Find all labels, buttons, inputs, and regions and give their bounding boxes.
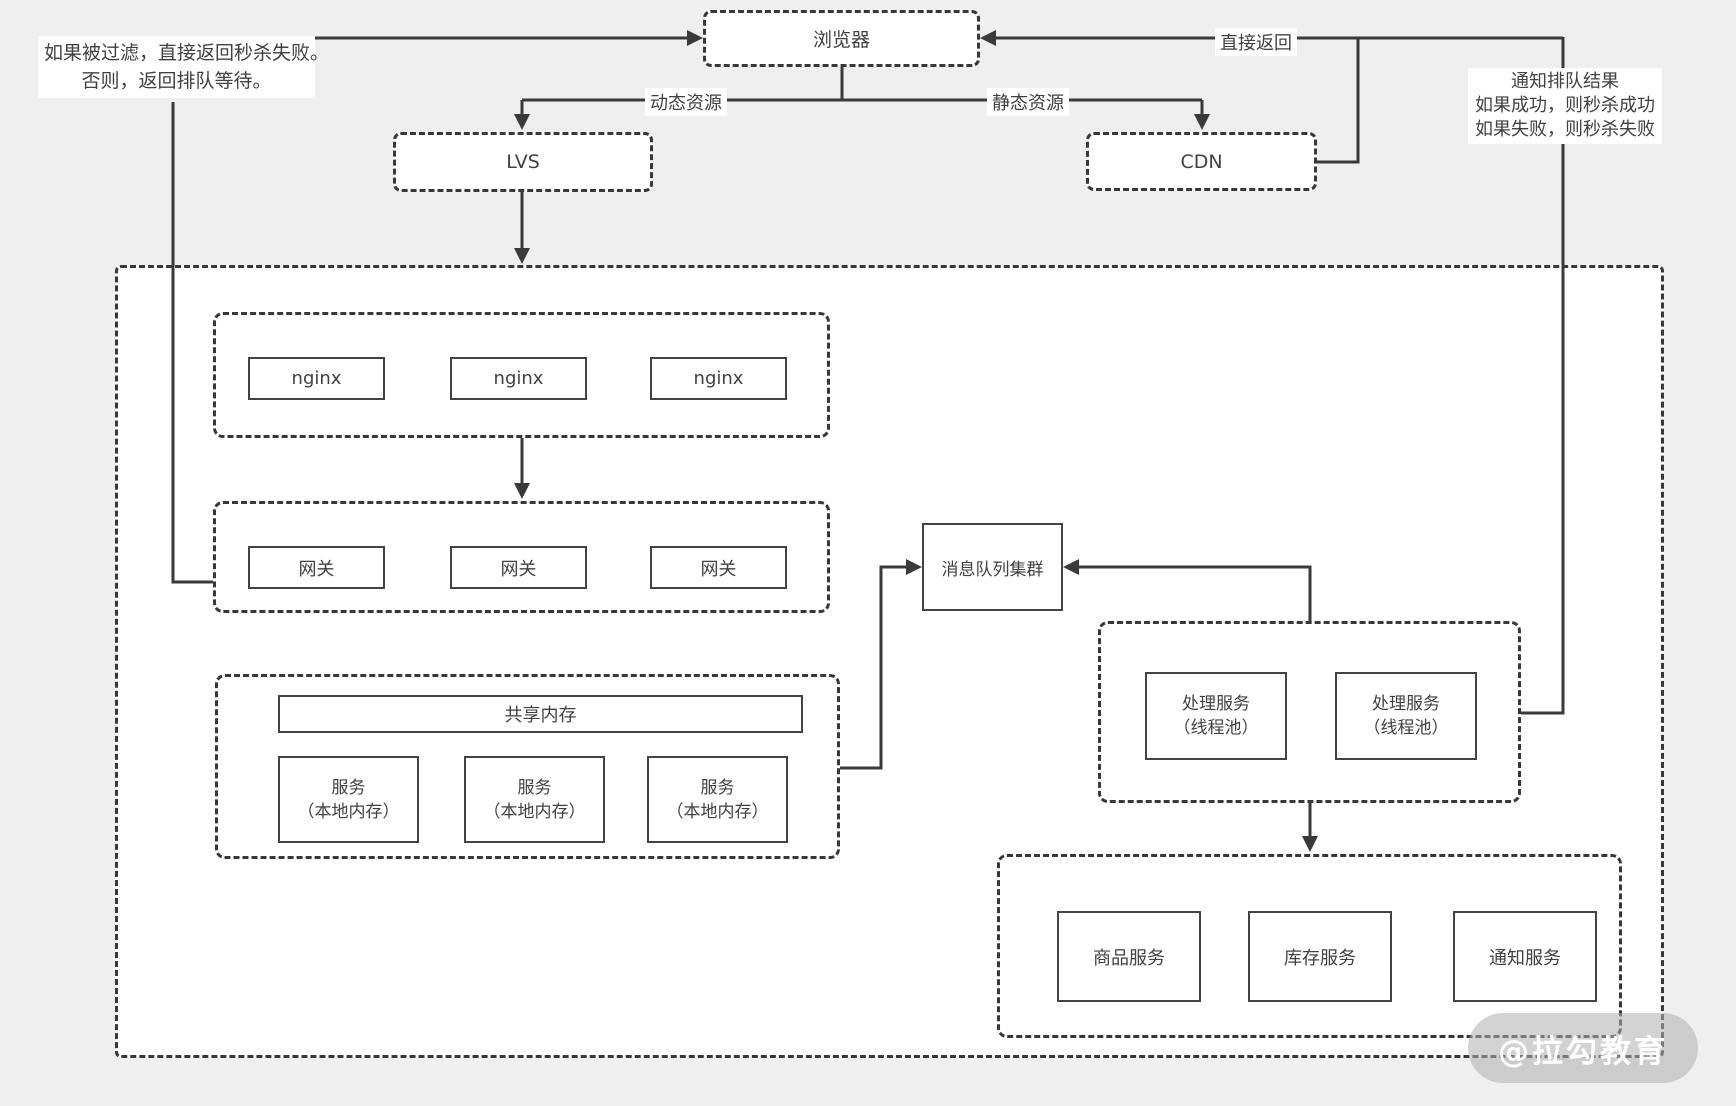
node-message-queue: 消息队列集群	[922, 523, 1063, 611]
node-worker-1: 处理服务 （线程池）	[1145, 672, 1287, 760]
node-nginx-1: nginx	[248, 357, 385, 400]
node-worker-1-line1: 处理服务	[1182, 694, 1250, 714]
label-static-resource: 静态资源	[987, 88, 1069, 116]
node-local-service-2-line1: 服务	[517, 777, 552, 798]
node-cdn-label: CDN	[1180, 150, 1223, 173]
arrowhead-into-system	[514, 248, 530, 264]
node-notify-service: 通知服务	[1453, 911, 1597, 1002]
node-local-service-1: 服务 （本地内存）	[278, 756, 419, 843]
node-local-service-1-line2: （本地内存）	[297, 801, 400, 822]
node-stock-service: 库存服务	[1248, 911, 1392, 1002]
annotation-queue-result: 通知排队结果 如果成功，则秒杀成功 如果失败，则秒杀失败	[1468, 68, 1662, 144]
node-local-service-2: 服务 （本地内存）	[464, 756, 605, 843]
node-stock-service-label: 库存服务	[1284, 947, 1356, 969]
node-gateway-1-label: 网关	[298, 558, 335, 580]
node-notify-service-label: 通知服务	[1489, 947, 1561, 969]
node-gateway-3: 网关	[650, 546, 787, 589]
node-nginx-2: nginx	[450, 357, 587, 400]
annotation-filter-note: 如果被过滤，直接返回秒杀失败。 否则，返回排队等待。	[38, 36, 330, 98]
node-shared-memory-label: 共享内存	[504, 705, 577, 726]
node-worker-2-line2: （线程池）	[1363, 718, 1449, 738]
node-worker-2: 处理服务 （线程池）	[1335, 672, 1477, 760]
node-product-service: 商品服务	[1057, 911, 1201, 1002]
node-nginx-1-label: nginx	[291, 368, 342, 389]
node-gateway-2-label: 网关	[500, 558, 537, 580]
node-cdn: CDN	[1086, 132, 1317, 191]
node-gateway-3-label: 网关	[700, 558, 737, 580]
node-gateway-2: 网关	[450, 546, 587, 589]
node-browser-label: 浏览器	[812, 29, 870, 51]
annotation-filter-note-line2: 否则，返回排队等待。	[81, 70, 272, 92]
node-nginx-3-label: nginx	[693, 368, 744, 389]
node-worker-2-line1: 处理服务	[1372, 694, 1440, 714]
node-shared-memory: 共享内存	[278, 695, 803, 733]
watermark-text: @拉勾教育	[1498, 1033, 1668, 1070]
node-local-service-1-line1: 服务	[331, 777, 366, 798]
label-direct-return: 直接返回	[1215, 28, 1297, 56]
annotation-queue-result-line2: 如果成功，则秒杀成功	[1475, 95, 1655, 116]
annotation-filter-note-line1: 如果被过滤，直接返回秒杀失败。	[44, 42, 330, 64]
arrowhead-into-browser-left	[687, 30, 703, 46]
node-lvs-label: LVS	[506, 151, 540, 173]
node-local-service-2-line2: （本地内存）	[483, 801, 586, 822]
node-nginx-2-label: nginx	[493, 368, 544, 389]
node-gateway-1: 网关	[248, 546, 385, 589]
node-local-service-3: 服务 （本地内存）	[647, 756, 788, 843]
arrowhead-into-browser-right	[980, 30, 996, 46]
annotation-queue-result-line3: 如果失败，则秒杀失败	[1475, 119, 1655, 140]
label-dynamic-resource: 动态资源	[645, 88, 727, 116]
node-browser: 浏览器	[703, 10, 980, 67]
arrowhead-into-cdn	[1194, 114, 1210, 130]
node-local-service-3-line2: （本地内存）	[666, 801, 769, 822]
edge-cdn-return	[1317, 38, 1360, 164]
watermark-badge: @拉勾教育	[1468, 1013, 1698, 1083]
node-nginx-3: nginx	[650, 357, 787, 400]
annotation-queue-result-line1: 通知排队结果	[1511, 71, 1619, 92]
node-lvs: LVS	[393, 132, 653, 192]
node-message-queue-label: 消息队列集群	[941, 559, 1044, 580]
node-local-service-3-line1: 服务	[700, 777, 735, 798]
arrowhead-into-lvs	[514, 114, 530, 130]
node-product-service-label: 商品服务	[1093, 947, 1165, 969]
node-worker-1-line2: （线程池）	[1173, 718, 1259, 738]
